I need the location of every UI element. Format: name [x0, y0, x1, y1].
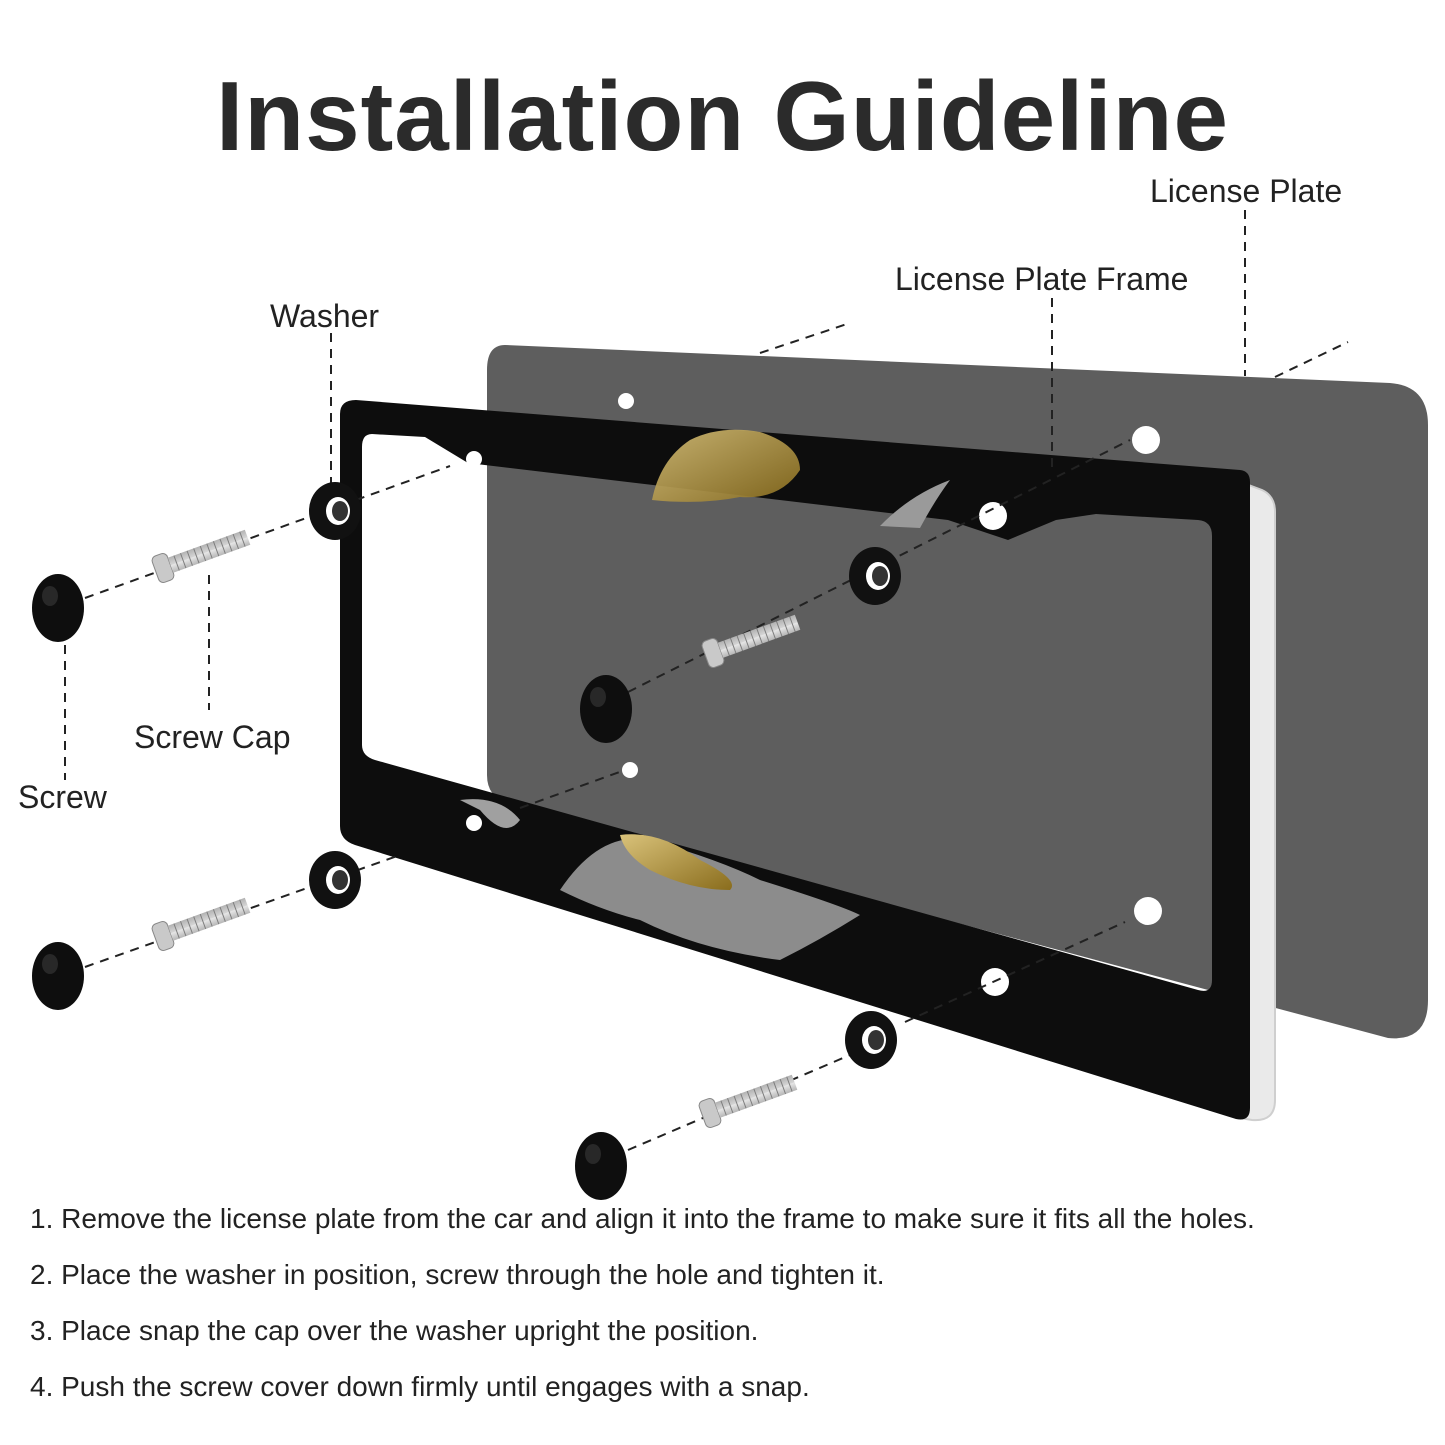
page-title: Installation Guideline — [215, 61, 1229, 171]
screw-cap — [575, 1132, 627, 1200]
screw — [151, 529, 251, 583]
plate-hole — [1132, 426, 1160, 454]
step-item: 3. Place snap the cap over the washer up… — [30, 1315, 759, 1346]
frame-hole — [466, 451, 482, 467]
screw — [151, 897, 251, 951]
screw-cap — [32, 574, 84, 642]
washer — [309, 851, 361, 909]
screw-cap — [580, 675, 632, 743]
label-screw-cap: Screw Cap — [134, 719, 291, 755]
label-license-plate: License Plate — [1150, 173, 1342, 209]
plate-hole — [1134, 897, 1162, 925]
washer — [309, 482, 361, 540]
screw — [698, 1074, 798, 1128]
step-item: 2. Place the washer in position, screw t… — [30, 1259, 885, 1290]
label-washer: Washer — [270, 298, 379, 334]
screw-cap — [32, 942, 84, 1010]
license-plate-frame — [340, 400, 1276, 1122]
washer — [849, 547, 901, 605]
plate-hole — [622, 762, 638, 778]
plate-hole — [618, 393, 634, 409]
frame-hole — [979, 502, 1007, 530]
frame-hole — [466, 815, 482, 831]
washer — [845, 1011, 897, 1069]
label-screw: Screw — [18, 779, 108, 815]
screw — [701, 614, 801, 668]
step-item: 4. Push the screw cover down firmly unti… — [30, 1371, 810, 1402]
instruction-steps: 1. Remove the license plate from the car… — [30, 1198, 1255, 1422]
label-license-plate-frame: License Plate Frame — [895, 261, 1188, 297]
step-item: 1. Remove the license plate from the car… — [30, 1203, 1255, 1234]
